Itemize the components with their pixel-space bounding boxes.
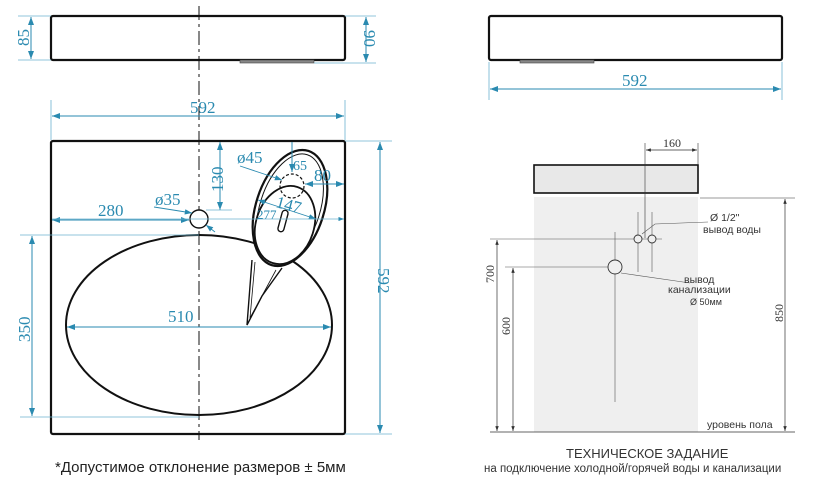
cold-water-outlet — [633, 234, 643, 244]
floor-label: уровень пола — [707, 419, 773, 431]
water-diameter-label: Ø 1/2" — [710, 212, 740, 224]
left-side-view: 85 90 — [14, 6, 379, 440]
drain-label-2: канализации — [668, 284, 731, 296]
wall-area — [534, 197, 698, 432]
dim-bowl-depth-350: 350 — [15, 317, 34, 343]
tech-spec-drawing: 160 Ø 1/2" вывод воды вывод канализации … — [483, 136, 795, 433]
water-outlet-label: вывод воды — [703, 224, 761, 236]
dim-bowl-width-510: 510 — [168, 307, 194, 326]
dim-soap-hole-65: 65 — [293, 159, 307, 174]
dim-tap-back-130: 130 — [208, 167, 227, 193]
drain-label-1: вывод — [684, 274, 714, 286]
dim-height-90: 90 — [360, 30, 379, 47]
dim-water-height-700: 700 — [483, 265, 497, 283]
sink-side-outline-right — [487, 14, 784, 62]
drain-diameter-label: Ø 50мм — [690, 297, 722, 307]
dim-width-592-right: 592 — [622, 71, 648, 90]
dim-height-85: 85 — [14, 29, 33, 46]
dim-soap-outer-277: 277 — [257, 207, 277, 222]
tolerance-note: *Допустимое отклонение размеров ± 5мм — [55, 459, 346, 476]
dim-soap-side-80: 80 — [314, 166, 331, 185]
drain-profile — [239, 59, 315, 64]
hot-water-outlet — [647, 234, 657, 244]
sink-top-outline — [49, 139, 347, 436]
dim-depth-592: 592 — [374, 268, 393, 294]
dim-width-592: 592 — [190, 98, 216, 117]
dim-sink-height-850: 850 — [772, 304, 786, 322]
sink-profile — [533, 164, 699, 194]
sink-side-outline — [49, 14, 347, 62]
dim-drain-height-600: 600 — [499, 317, 513, 335]
tech-spec-subtitle: на подключение холодной/горячей воды и к… — [484, 463, 781, 475]
dim-tap-offset-280: 280 — [98, 201, 124, 220]
dim-soap-hole-diameter: ø45 — [237, 148, 263, 167]
right-side-view: 592 — [487, 14, 784, 100]
tech-spec-title: ТЕХНИЧЕСКОЕ ЗАДАНИЕ — [566, 446, 729, 461]
dim-tap-diameter: ø35 — [155, 190, 181, 209]
drain-outlet — [607, 259, 623, 275]
left-top-view: 592 280 ø35 130 ø45 6 — [15, 98, 393, 436]
dim-pipe-spacing: 160 — [663, 136, 681, 150]
